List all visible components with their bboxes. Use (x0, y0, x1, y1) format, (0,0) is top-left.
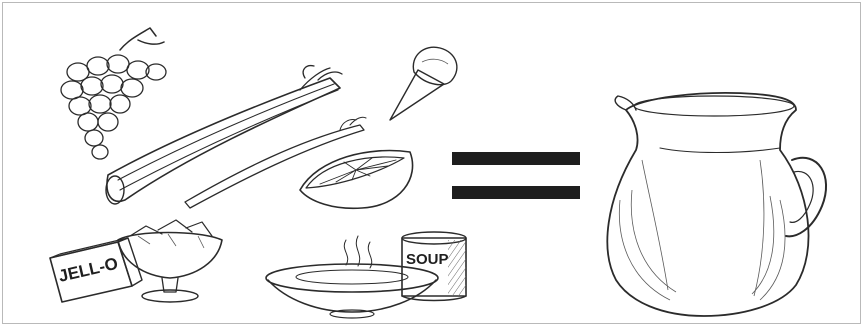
jello-box-icon: JELL-O (50, 238, 142, 302)
lemon-half-icon (300, 151, 413, 209)
celery-icon (106, 66, 366, 208)
soup-can-icon: SOUP (402, 232, 466, 301)
jello-bowl-icon (118, 220, 222, 302)
jello-box-label: JELL-O (57, 254, 120, 286)
ice-cream-cone-icon (390, 47, 457, 120)
grapes-icon (61, 28, 166, 159)
soup-bowl-icon (266, 236, 438, 318)
soup-can-label: SOUP (406, 251, 449, 268)
equals-sign-icon (452, 152, 580, 199)
water-pitcher-icon (607, 93, 826, 316)
